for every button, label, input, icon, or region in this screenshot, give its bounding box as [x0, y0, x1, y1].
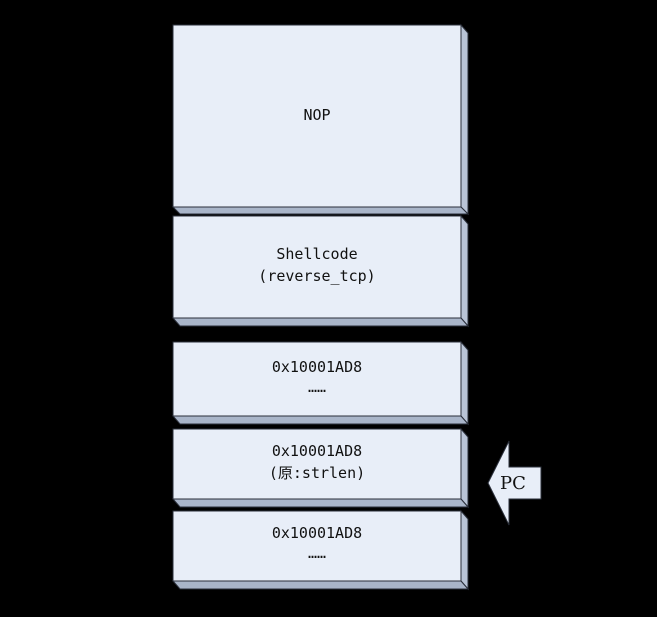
block-address-strlen-face [172, 428, 462, 500]
block-address-1-bottom [171, 415, 470, 425]
block-nop-side [460, 23, 469, 216]
block-address-strlen-line-1: 0x10001AD8 [272, 442, 362, 460]
block-shellcode: Shellcode (reverse_tcp) [171, 214, 470, 328]
block-address-1-face [172, 341, 462, 417]
block-shellcode-line-1: Shellcode [276, 245, 357, 263]
block-address-strlen: 0x10001AD8 (原:strlen) [171, 427, 470, 509]
block-shellcode-line-2: (reverse_tcp) [258, 267, 375, 285]
block-address-2: 0x10001AD8 …… [171, 509, 470, 591]
block-nop: NOP [171, 23, 470, 216]
pc-arrow-shape [487, 440, 542, 526]
block-address-strlen-line-2: (原:strlen) [269, 464, 365, 482]
block-address-strlen-side [460, 427, 469, 509]
block-address-2-line-2: …… [308, 544, 326, 562]
block-address-2-face [172, 510, 462, 582]
block-nop-face [172, 24, 462, 208]
block-shellcode-face [172, 215, 462, 319]
pc-label: PC [500, 473, 526, 494]
block-address-1-line-2: …… [308, 378, 326, 396]
block-address-1-side [460, 340, 469, 426]
block-shellcode-side [460, 214, 469, 328]
block-address-2-side [460, 509, 469, 591]
block-shellcode-bottom [171, 317, 470, 327]
block-address-2-bottom [171, 580, 470, 590]
pc-pointer-arrow: PC [487, 440, 542, 526]
block-address-1-line-1: 0x10001AD8 [272, 358, 362, 376]
block-nop-label: NOP [303, 106, 330, 124]
block-address-strlen-bottom [171, 498, 470, 508]
block-address-1: 0x10001AD8 …… [171, 340, 470, 426]
block-nop-bottom [171, 206, 470, 215]
block-address-2-line-1: 0x10001AD8 [272, 524, 362, 542]
